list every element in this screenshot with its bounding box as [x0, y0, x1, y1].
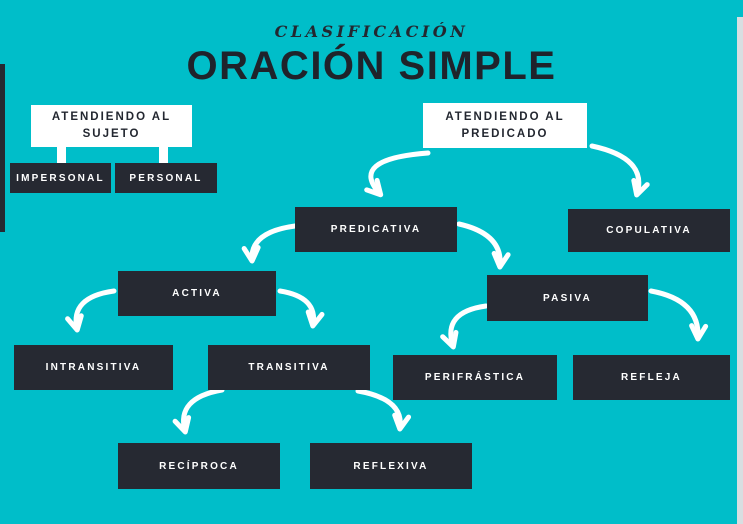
connector-sujeto-impersonal [57, 147, 66, 164]
node-transitiva: TRANSITIVA [208, 345, 370, 390]
connector-sujeto-personal [159, 147, 168, 164]
arrow-activa-to-intransitiva-icon [65, 288, 117, 333]
node-reflexiva: REFLEXIVA [310, 443, 472, 489]
node-label: PERIFRÁSTICA [424, 372, 526, 383]
arrow-transitiva-to-reflexiva-icon [355, 388, 412, 432]
node-label: PERSONAL [129, 172, 203, 184]
page-title: ORACIÓN SIMPLE [186, 44, 557, 88]
node-label-line: SUJETO [82, 128, 141, 140]
node-perifrastica: PERIFRÁSTICA [393, 355, 557, 400]
node-refleja: REFLEJA [573, 355, 730, 400]
arrow-predicativa-to-activa-icon [241, 223, 298, 264]
node-predicativa: PREDICATIVA [295, 207, 457, 252]
node-label: TRANSITIVA [248, 362, 330, 373]
node-label: PASIVA [543, 292, 592, 304]
node-label: REFLEJA [621, 372, 682, 383]
node-personal: PERSONAL [115, 163, 217, 193]
node-label: PREDICATIVA [330, 224, 422, 235]
node-label: COPULATIVA [606, 225, 692, 236]
node-intransitiva: INTRANSITIVA [14, 345, 173, 390]
node-pasiva: PASIVA [487, 275, 648, 321]
node-label-line: ATENDIENDO AL [51, 111, 172, 123]
subtitle-clasificacion: CLASIFICACIÓN [274, 22, 469, 41]
screen-edge-right-strip [737, 17, 743, 524]
node-label-line: ATENDIENDO AL [445, 110, 565, 123]
node-label-line: PREDICADO [461, 127, 549, 140]
arrow-transitiva-to-reciproca-icon [172, 387, 225, 435]
node-label: IMPERSONAL [16, 172, 105, 184]
node-atendiendo-al-sujeto: ATENDIENDO AL SUJETO [31, 105, 192, 147]
arrow-pasiva-to-refleja-icon [648, 288, 709, 342]
node-reciproca: RECÍPROCA [118, 443, 280, 489]
node-label: RECÍPROCA [159, 460, 239, 472]
arrow-activa-to-transitiva-icon [277, 288, 325, 329]
node-atendiendo-al-predicado: ATENDIENDO AL PREDICADO [423, 103, 587, 148]
node-impersonal: IMPERSONAL [10, 163, 111, 193]
arrow-pasiva-to-perifrastica-icon [440, 303, 489, 350]
node-label: REFLEXIVA [353, 460, 429, 472]
arrow-predicado-to-predicativa-icon [364, 150, 431, 198]
node-label: INTRANSITIVA [45, 362, 142, 373]
node-copulativa: COPULATIVA [568, 209, 730, 252]
screen-edge-left-strip [0, 64, 5, 232]
node-activa: ACTIVA [118, 271, 276, 316]
arrow-predicativa-to-pasiva-icon [456, 221, 511, 270]
node-label: ACTIVA [172, 288, 222, 299]
arrow-predicado-to-copulativa-icon [589, 143, 650, 198]
